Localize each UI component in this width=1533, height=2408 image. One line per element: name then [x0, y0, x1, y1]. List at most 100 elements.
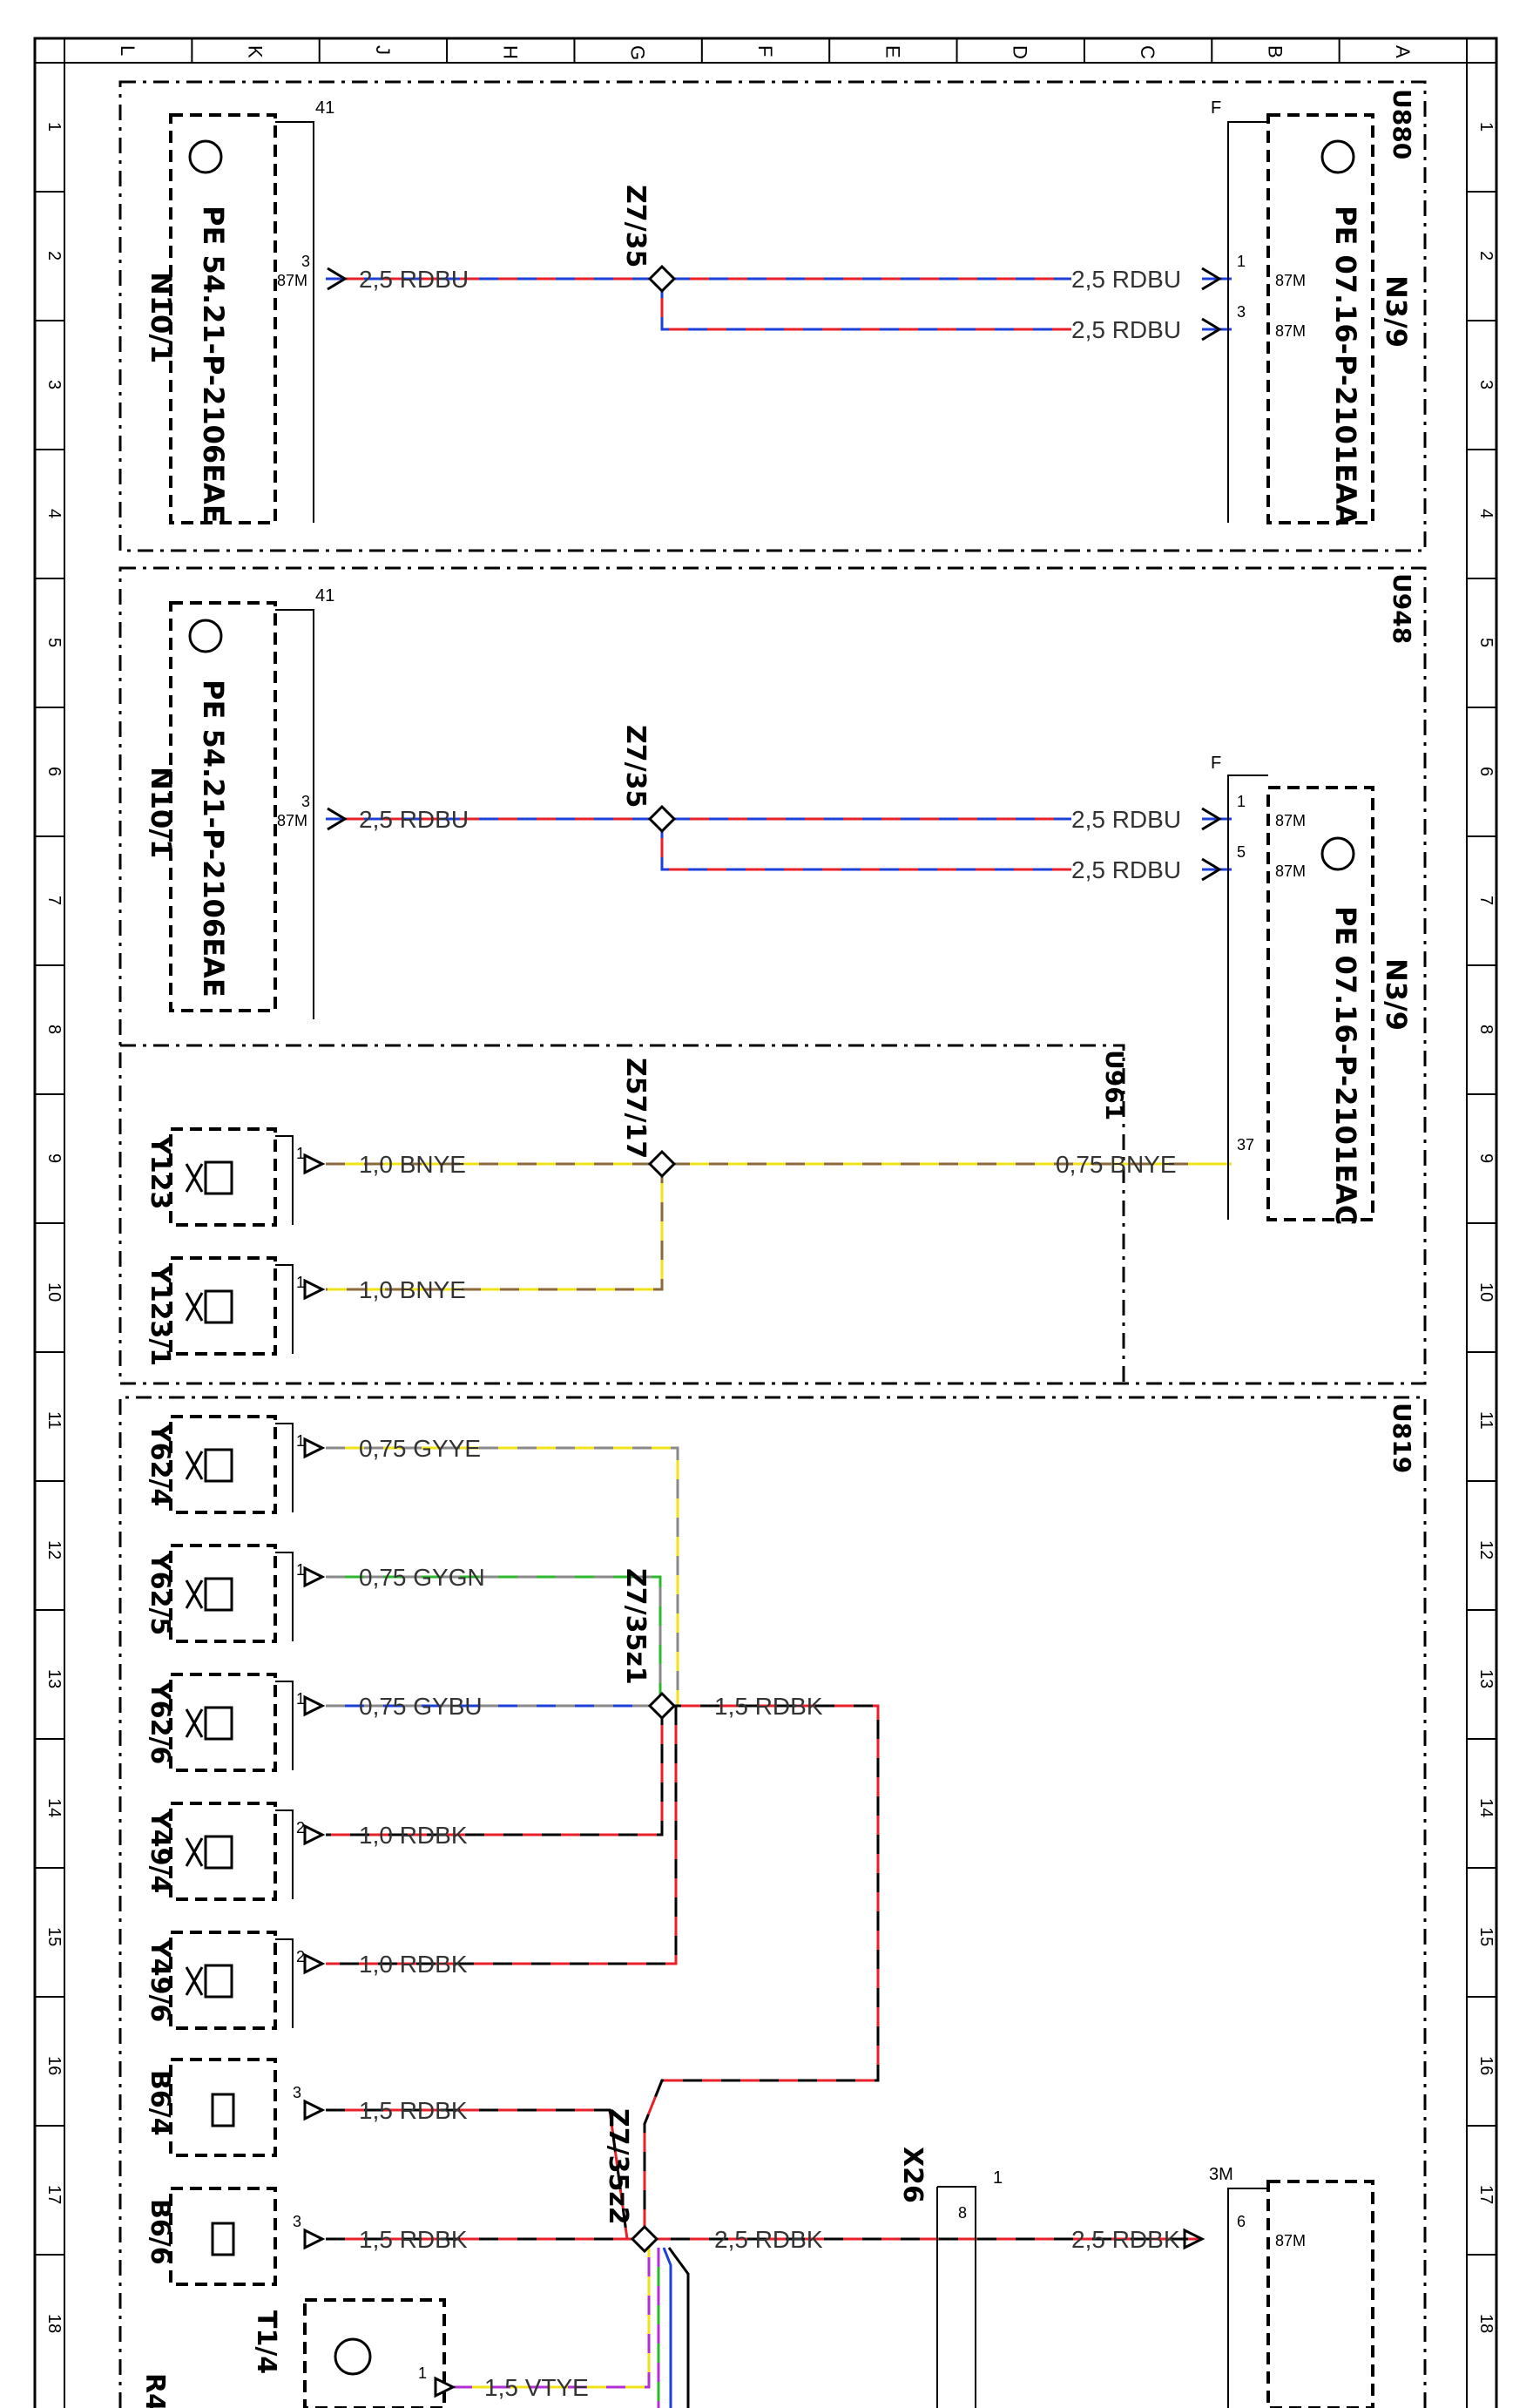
row-marker: 1 [1476, 122, 1496, 132]
pointing-hand-icon [188, 619, 223, 653]
row-marker: 8 [44, 1025, 64, 1034]
row-marker: 10 [1476, 1282, 1496, 1302]
column-marker: F [754, 45, 776, 57]
pin-number: 1 [296, 1145, 305, 1162]
solenoid-icon [204, 1835, 233, 1870]
wires [326, 277, 1232, 2408]
column-marker: L [117, 45, 138, 56]
valve-y62-5: Y62/5 1 [145, 1544, 305, 1643]
splice-z7-35z1 [647, 1691, 677, 1721]
row-marker: 18 [44, 2314, 64, 2333]
pin-number: 3 [301, 253, 310, 270]
module-ref: PE 07.16-P-2101EAA [1329, 206, 1362, 526]
wire-label: 1,5 VTYE [484, 2374, 589, 2401]
pin-type: 87M [1275, 272, 1306, 289]
row-marker: 17 [1476, 2185, 1496, 2204]
row-marker: 7 [44, 896, 64, 905]
pin-number: 1 [296, 1690, 305, 1708]
wire-label: 0,75 GYGN [359, 1564, 485, 1591]
splice-labels: Z7/35 Z7/35 Z57/17 Z7/35z1 Z7/35z2 [603, 185, 651, 2225]
row-marker: 13 [1476, 1669, 1496, 1688]
module-n3-9-b: F N3/9 PE 07.16-P-2101EAC 87M 87M 1 5 37 [1211, 754, 1413, 1225]
solenoid-icon [204, 1706, 233, 1741]
splice-label: Z57/17 [620, 1058, 651, 1159]
pin-number: 3 [301, 793, 310, 810]
component-code: Y62/4 [145, 1423, 175, 1506]
wire-label: 2,5 RDBU [1071, 806, 1181, 833]
column-marker: K [245, 45, 267, 58]
splice-z7-35-b [647, 804, 677, 834]
zone-label: U948 [1388, 573, 1416, 644]
module-code: N10/1 [145, 272, 178, 363]
connector-x26: X26 1 8 [897, 2147, 1003, 2408]
row-marker: 2 [1476, 251, 1496, 260]
pointing-hand-icon [1320, 139, 1355, 174]
row-marker: 9 [44, 1153, 64, 1163]
pin-number: 3 [293, 2084, 301, 2101]
wire-label: 0,75 BNYE [1056, 1151, 1177, 1178]
column-marker: A [1392, 45, 1414, 58]
module-code: N3/9 [1380, 958, 1413, 1031]
component-code: T1/4 [251, 2310, 281, 2374]
row-marker: 17 [44, 2185, 64, 2204]
row-marker: 11 [44, 1411, 64, 1430]
zone-label: U880 [1388, 89, 1416, 159]
zone-u880: U880 [118, 80, 1427, 552]
zone-label: U961 [1100, 1050, 1129, 1120]
pin-number: 8 [958, 2204, 967, 2222]
solenoid-icon [204, 1964, 233, 1999]
row-marker: 1 [44, 122, 64, 132]
solenoid-icon [204, 1448, 233, 1483]
pin-number: 1 [1237, 793, 1246, 810]
sensor-b6-4: B6/4 3 [145, 2058, 301, 2157]
row-marker: 4 [1476, 509, 1496, 518]
module-n3-9-a: F N3/9 PE 07.16-P-2101EAA 87M 87M 1 3 [1211, 98, 1413, 526]
wire-label: 2,5 RDBU [359, 266, 469, 293]
splice-label: Z7/35z2 [603, 2108, 633, 2225]
connector-id: 3M [1209, 2165, 1233, 2184]
bottom-module: 3M 6 87M [1209, 2165, 1374, 2408]
wire-label: 2,5 RDBU [1071, 316, 1181, 343]
component-code: Y62/6 [145, 1681, 175, 1764]
column-marker: B [1264, 45, 1286, 58]
module-n10-1-b: 41 N10/1 PE 54.21-P-2106EAE 87M 3 [145, 586, 334, 1019]
connector-id: 41 [315, 586, 334, 605]
component-code: Y62/5 [145, 1552, 175, 1635]
component-code: Y49/4 [145, 1809, 175, 1893]
row-marker: 8 [1476, 1025, 1496, 1034]
pin-number: 3 [1237, 303, 1246, 321]
component-code: B6/6 [145, 2199, 175, 2265]
column-marker: G [627, 45, 649, 60]
row-marker: 14 [1476, 1798, 1496, 1817]
wire-label: 1,0 RDBK [359, 1951, 468, 1978]
row-marker: 3 [1476, 380, 1496, 389]
component-t1-4: T1/4 R4 1 [139, 2298, 446, 2408]
row-marker: 10 [44, 1282, 64, 1302]
wire-label: 1,5 RDBK [359, 2226, 468, 2253]
column-marker: E [881, 45, 903, 58]
row-marker: 13 [44, 1669, 64, 1688]
row-marker: 15 [44, 1927, 64, 1946]
component-code: R4 [139, 2373, 170, 2408]
row-marker: 12 [1476, 1540, 1496, 1559]
splice-z57-17 [647, 1149, 677, 1179]
component-code: X26 [897, 2147, 928, 2203]
pin-number: 37 [1237, 1136, 1254, 1153]
pin-number: 1 [296, 1561, 305, 1579]
solenoid-icon [204, 1289, 233, 1324]
connector-id: F [1211, 98, 1221, 118]
row-marker: 14 [44, 1798, 64, 1817]
valve-y62-6: Y62/6 1 [145, 1673, 305, 1772]
connector-arrows [303, 267, 1222, 2398]
column-marker: D [1010, 45, 1031, 59]
module-code: N3/9 [1380, 275, 1413, 348]
pin-number: 5 [1237, 843, 1246, 861]
pin-number: 3 [293, 2213, 301, 2230]
wire-label: 2,5 RDBU [1071, 856, 1181, 883]
